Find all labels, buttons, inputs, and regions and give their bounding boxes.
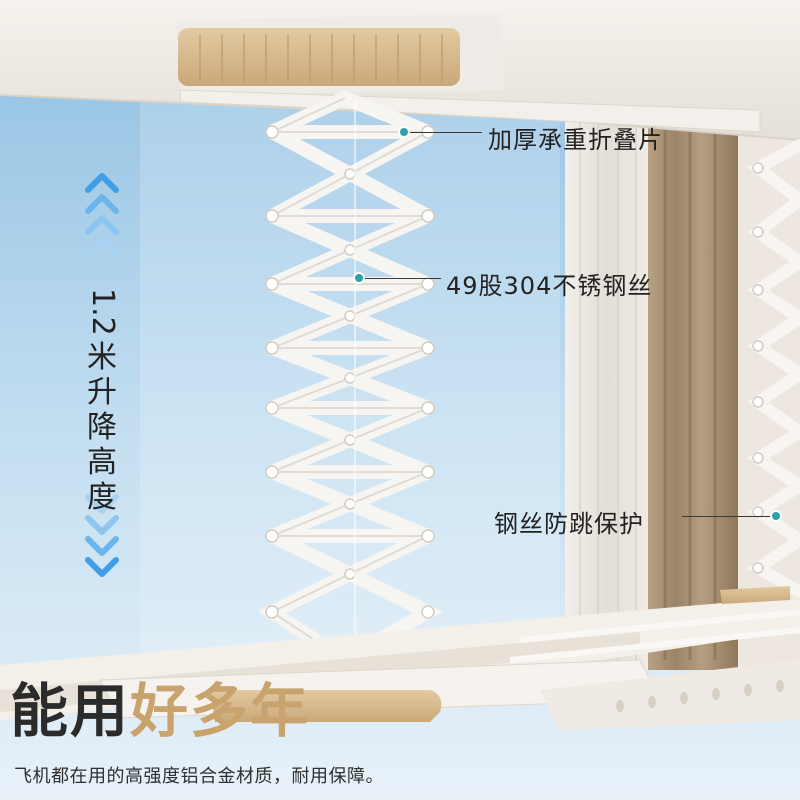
lift-height-char: 升 (87, 374, 117, 410)
callout-line-wire (365, 278, 441, 279)
callout-dot-antijump (772, 512, 780, 520)
headline: 能用好多年 (10, 676, 310, 746)
headline-part-1: 能用 (10, 677, 131, 745)
callout-line-plate (410, 132, 482, 133)
lift-height-number: 1.2 (85, 288, 120, 336)
callout-wire: 49股304不锈钢丝 (446, 272, 653, 300)
subline: 飞机都在用的高强度铝合金材质，耐用保障。 (14, 766, 384, 787)
double-chevron-down-icon (85, 494, 119, 577)
lift-height-char: 降 (87, 409, 117, 445)
callout-antijump: 钢丝防跳保护 (494, 510, 644, 538)
lift-height-char: 高 (87, 444, 117, 480)
headline-part-2: 好多年 (130, 677, 311, 745)
lift-height-char: 度 (87, 479, 117, 515)
callout-dot-wire (355, 274, 363, 282)
callout-dot-plate (400, 128, 408, 136)
lift-height-char: 米 (87, 339, 117, 375)
lift-height-label: 1.2 米 升 降 高 度 (84, 288, 120, 515)
double-chevron-up-icon (85, 173, 119, 256)
callout-plate: 加厚承重折叠片 (488, 126, 663, 154)
callout-line-antijump (682, 516, 770, 517)
